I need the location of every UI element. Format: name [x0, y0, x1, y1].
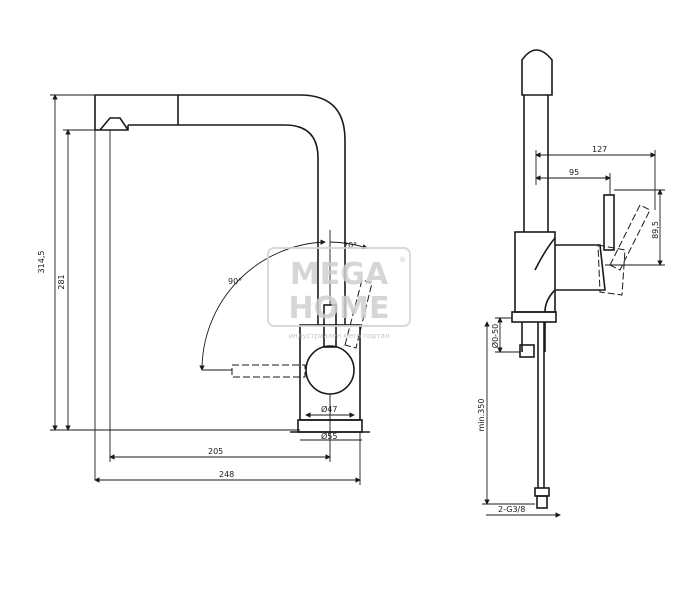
dim-text-314: 314,5 — [37, 251, 46, 274]
front-view: 314,5 281 20° 90° Ø47 Ø55 205 248 — [37, 94, 373, 485]
watermark-tagline: индустриален мега портал — [289, 332, 390, 340]
dim-text-d47: Ø47 — [321, 404, 337, 414]
watermark-registered: ® — [399, 256, 406, 264]
spout-head — [94, 95, 129, 131]
side-view: 127 95 89,5 Ø0-50 min.350 2-G3/8 — [477, 49, 665, 518]
watermark-line1: MEGA — [290, 257, 389, 292]
side-lever-tilt — [609, 204, 651, 271]
side-deck — [511, 311, 557, 323]
dim-text-hose: min.350 — [477, 399, 486, 432]
side-body — [514, 231, 556, 313]
side-lever-housing — [555, 244, 606, 291]
watermark-line2: HOME — [289, 291, 390, 326]
dim-text-248: 248 — [219, 470, 234, 479]
dim-text-90: 90° — [228, 277, 242, 286]
spout-outer — [95, 94, 346, 245]
dim-text-deck: Ø0-50 — [490, 324, 500, 348]
dim-text-95: 95 — [569, 168, 579, 177]
lever-90deg — [231, 364, 306, 378]
dim-text-89: 89,5 — [651, 221, 660, 239]
arc-90 — [199, 239, 326, 371]
side-spout-head — [521, 49, 553, 96]
side-lever — [603, 194, 615, 251]
dim-text-281: 281 — [57, 274, 66, 289]
side-connector — [534, 487, 550, 497]
dim-text-d55: Ø55 — [321, 431, 337, 441]
lever-20deg — [344, 279, 373, 349]
handle-hub — [305, 345, 355, 395]
dim-text-conn: 2-G3/8 — [498, 505, 525, 514]
dim-text-127: 127 — [592, 145, 607, 154]
spout-inner — [128, 124, 319, 245]
dim-text-205: 205 — [208, 447, 223, 456]
watermark-logo: MEGA HOME ® индустриален мега портал — [267, 247, 411, 340]
dim-text-20: 20° — [343, 241, 357, 250]
